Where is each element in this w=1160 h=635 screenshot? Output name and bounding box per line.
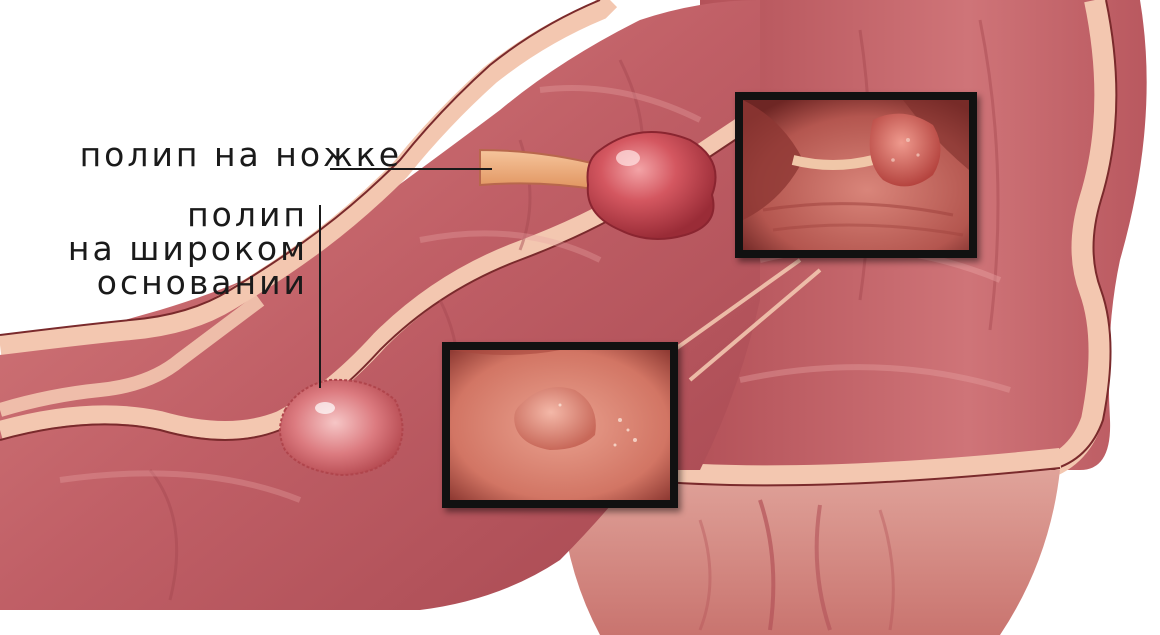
label-broad-polyp: полип на широком основании bbox=[8, 198, 308, 300]
endoscopy-image-sessile bbox=[450, 350, 670, 500]
label-broad-line1: полип bbox=[8, 198, 308, 232]
endoscopy-photo-sessile bbox=[442, 342, 678, 508]
endoscopy-image-stalk bbox=[743, 100, 969, 250]
label-broad-line3: основании bbox=[8, 266, 308, 300]
endoscopy-photo-stalk bbox=[735, 92, 977, 258]
label-broad-line2: на широком bbox=[8, 232, 308, 266]
sessile-polyp bbox=[280, 380, 403, 475]
label-stalk-polyp: полип на ножке bbox=[10, 138, 402, 172]
